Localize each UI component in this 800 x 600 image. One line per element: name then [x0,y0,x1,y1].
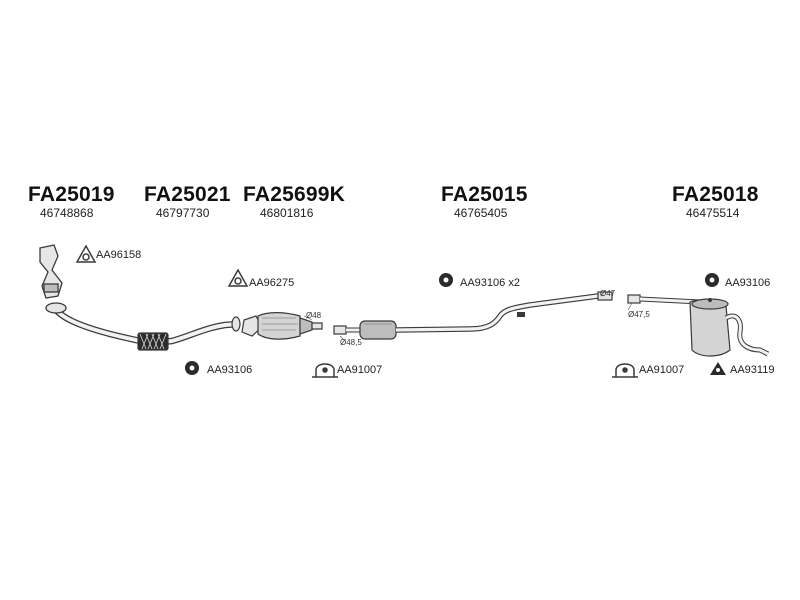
u-clamp-icon [612,363,638,378]
dim-rear-inlet: Ø47,5 [628,310,650,319]
triangle-gasket-icon [227,268,249,287]
dimension-leaders [303,293,633,341]
part-number-front-pipe: 46748868 [40,206,94,220]
rubber-hanger-icon [439,273,453,287]
triangle-gasket-icon [75,244,97,263]
part-number-catalytic-converter: 46801816 [260,206,314,220]
part-code-catalytic-converter: FA25699K [243,183,345,206]
rubber-hanger-icon [705,273,719,287]
label-gasket-front: AA96158 [96,249,142,261]
part-number-flex-pipe: 46797730 [156,206,210,220]
rubber-hanger-icon [710,362,726,375]
part-code-front-pipe: FA25019 [28,183,115,206]
rubber-hanger-icon [185,361,199,375]
dim-mid-inlet: Ø48,5 [340,338,362,347]
label-hanger-front: AA93106 [207,364,253,376]
part-code-flex-pipe: FA25021 [144,183,231,206]
label-hanger-mid: AA93106 x2 [460,277,520,289]
part-number-rear-silencer: 46475514 [686,206,740,220]
part-code-middle-silencer: FA25015 [441,183,528,206]
dim-cat-outlet: Ø48 [306,311,322,320]
label-clamp-mid: AA91007 [337,364,383,376]
part-code-rear-silencer: FA25018 [672,183,759,206]
catalytic-converter [241,312,323,340]
label-hanger-rear-top: AA93106 [725,277,771,289]
label-clamp-rear: AA91007 [639,364,685,376]
label-hanger-rear-bottom: AA93119 [730,364,775,376]
rear-silencer [627,294,770,357]
u-clamp-icon [312,363,338,378]
dim-mid-outlet: Ø47 [600,289,616,298]
flex-pipe [137,316,241,351]
label-gasket-cat: AA96275 [249,277,295,289]
part-number-middle-silencer: 46765405 [454,206,508,220]
middle-silencer [333,291,613,340]
